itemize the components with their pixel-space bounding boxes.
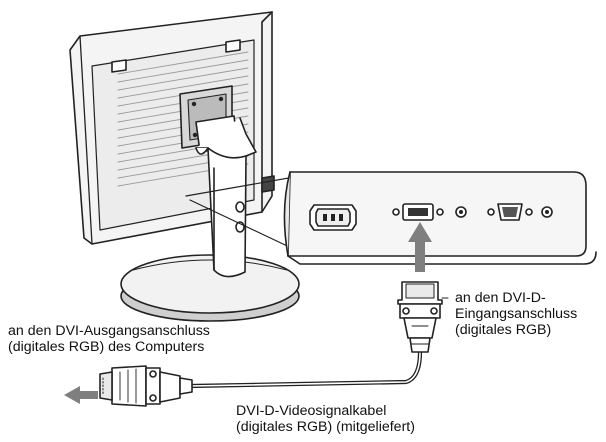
insert-arrow-monitor: [408, 222, 432, 272]
label-dvi-input-line3: (digitales RGB): [455, 322, 552, 338]
label-dvi-output-line1: an den DVI-Ausgangsanschluss: [8, 323, 210, 339]
hd15-input-port: [487, 203, 553, 221]
label-dvi-input-line1: an den DVI-D-: [455, 290, 546, 306]
dvi-d-input-port: [392, 203, 467, 221]
cable-wire: [187, 349, 423, 389]
insert-arrow-computer: [64, 386, 98, 404]
label-dvi-output: an den DVI-Ausgangsanschluss (digitales …: [8, 323, 210, 355]
cable-connector-computer: [99, 365, 193, 407]
ac-power-inlet: [309, 204, 357, 231]
monitor-stand-base: [120, 254, 300, 322]
label-dvi-input: an den DVI-D- Eingangsanschluss (digital…: [455, 290, 577, 338]
label-cable-line1: DVI-D-Videosignalkabel: [236, 403, 387, 419]
label-dvi-output-line2: (digitales RGB) des Computers: [8, 339, 205, 355]
label-cable-line2: (digitales RGB) (mitgeliefert): [236, 419, 415, 435]
cable-connector-monitor: [397, 281, 443, 353]
connector-panel: [283, 171, 597, 265]
label-cable: DVI-D-Videosignalkabel (digitales RGB) (…: [236, 403, 415, 435]
zoom-callout-lines: [185, 175, 301, 253]
label-dvi-input-line2: Eingangsanschluss: [455, 306, 578, 322]
monitor-stand-neck: [195, 115, 275, 278]
dvi-d-cable: [99, 281, 443, 407]
monitor-rear-view: [69, 11, 300, 322]
